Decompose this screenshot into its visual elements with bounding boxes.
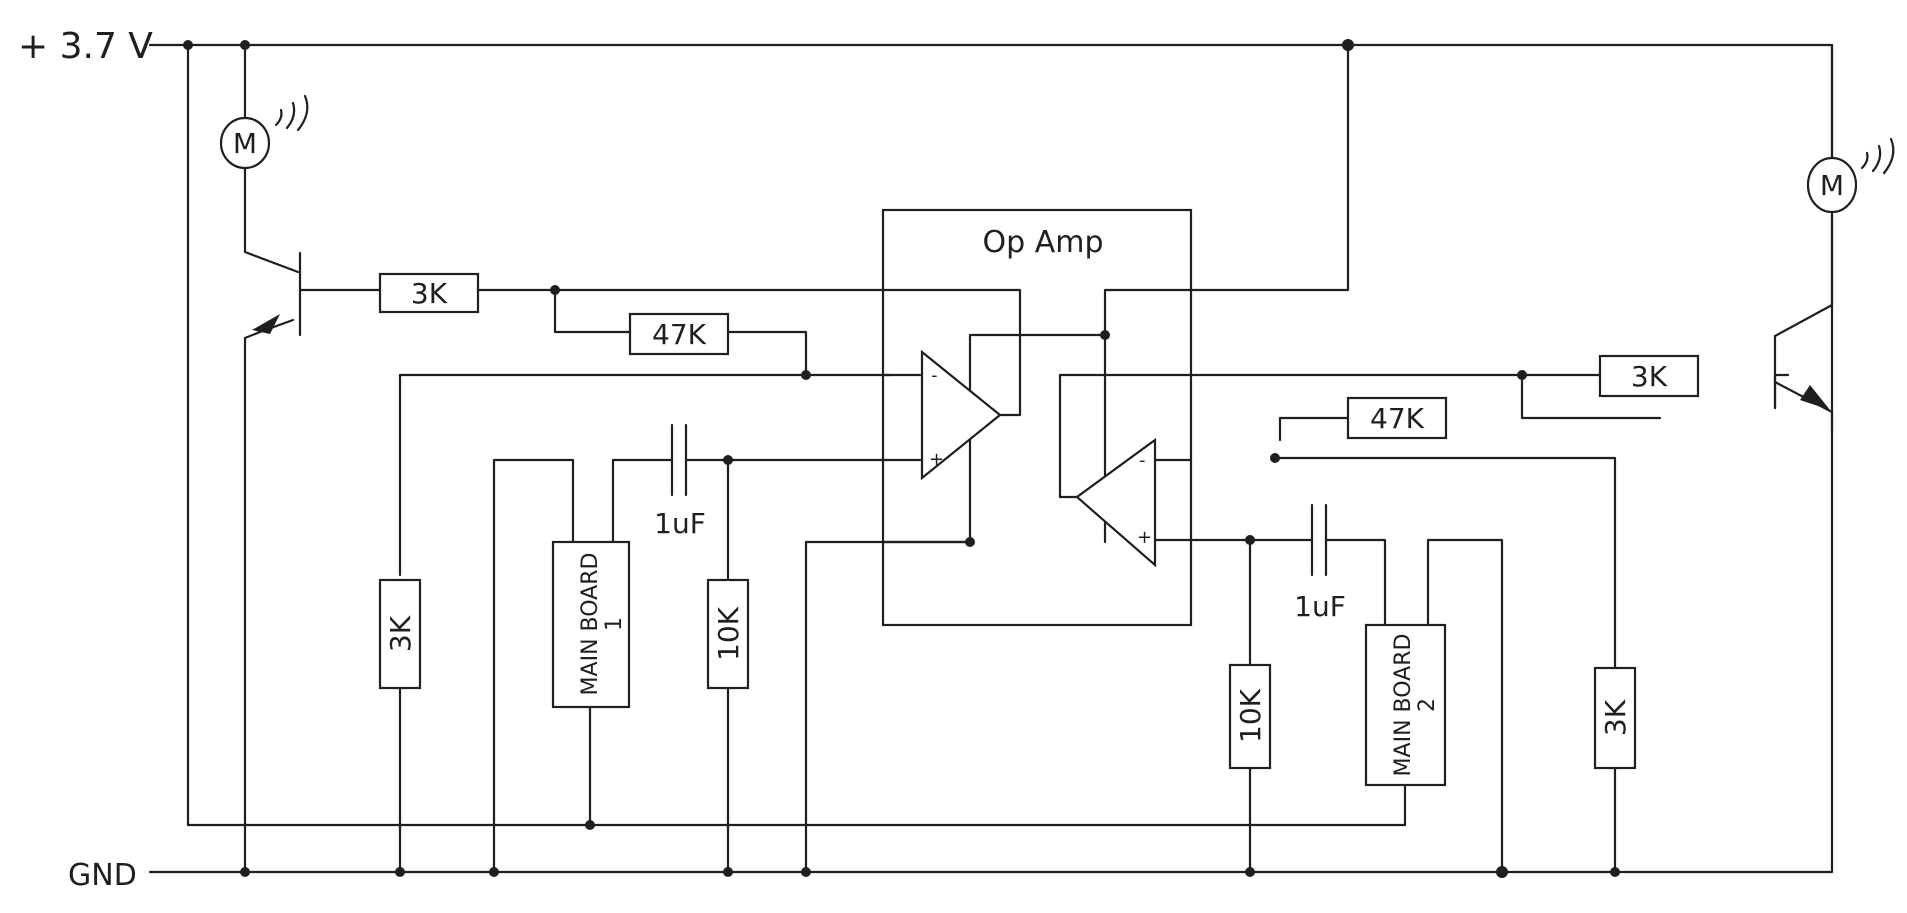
svg-text:10K: 10K: [712, 606, 745, 661]
ground-rail: [148, 410, 1834, 874]
svg-text:3K: 3K: [384, 615, 417, 652]
motor-left-label: M: [233, 127, 257, 160]
motor-right-label: M: [1820, 169, 1844, 202]
capacitor-1uf-right: 1uF: [1294, 503, 1346, 623]
svg-text:2: 2: [1415, 698, 1440, 712]
svg-text:+: +: [1137, 527, 1152, 548]
svg-text:1uF: 1uF: [654, 507, 706, 540]
transistor-left: [252, 314, 280, 334]
svg-text:MAIN BOARD: MAIN BOARD: [578, 553, 603, 696]
resistor-3k-left-base: 3K: [378, 272, 480, 314]
resistor-3k-right-base: 3K: [1598, 354, 1700, 398]
svg-text:3K: 3K: [1599, 699, 1632, 736]
transistor-right: [1800, 385, 1830, 410]
main-board-2: MAIN BOARD 2: [1364, 623, 1447, 787]
resistor-3k-left-divider: 3K: [378, 578, 422, 690]
resistor-47k-left-feedback: 47K: [628, 312, 730, 356]
right-wiring: [1189, 43, 1834, 874]
opamp-package: Op Amp: [881, 208, 1193, 627]
svg-text:-: -: [931, 365, 938, 386]
svg-text:MAIN BOARD: MAIN BOARD: [1391, 634, 1416, 777]
svg-text:47K: 47K: [652, 318, 707, 351]
left-wiring: [186, 43, 1407, 874]
svg-text:3K: 3K: [411, 277, 448, 310]
capacitor-1uf-left: 1uF: [654, 423, 706, 540]
supply-rail-label: + 3.7 V: [18, 26, 153, 67]
motor-left: M: [219, 94, 309, 170]
opamp-b-triangle: - +: [1075, 437, 1157, 568]
resistor-3k-right-divider: 3K: [1593, 666, 1637, 770]
svg-text:1uF: 1uF: [1294, 590, 1346, 623]
svg-text:+: +: [929, 449, 944, 470]
svg-text:1: 1: [602, 617, 627, 631]
svg-text:3K: 3K: [1631, 360, 1668, 393]
svg-text:10K: 10K: [1234, 688, 1267, 743]
ground-rail-label: GND: [68, 858, 137, 893]
opamp-title: Op Amp: [983, 225, 1104, 260]
svg-text:47K: 47K: [1370, 402, 1425, 435]
junction-dots: [183, 39, 1620, 878]
svg-text:-: -: [1139, 450, 1146, 471]
motor-right: M: [1806, 137, 1895, 214]
resistor-10k-left: 10K: [706, 578, 750, 690]
resistor-10k-right: 10K: [1228, 663, 1272, 770]
main-board-1: MAIN BOARD 1: [551, 540, 631, 709]
opamp-a-triangle: - +: [920, 349, 1002, 481]
resistor-47k-right-feedback: 47K: [1346, 396, 1448, 440]
